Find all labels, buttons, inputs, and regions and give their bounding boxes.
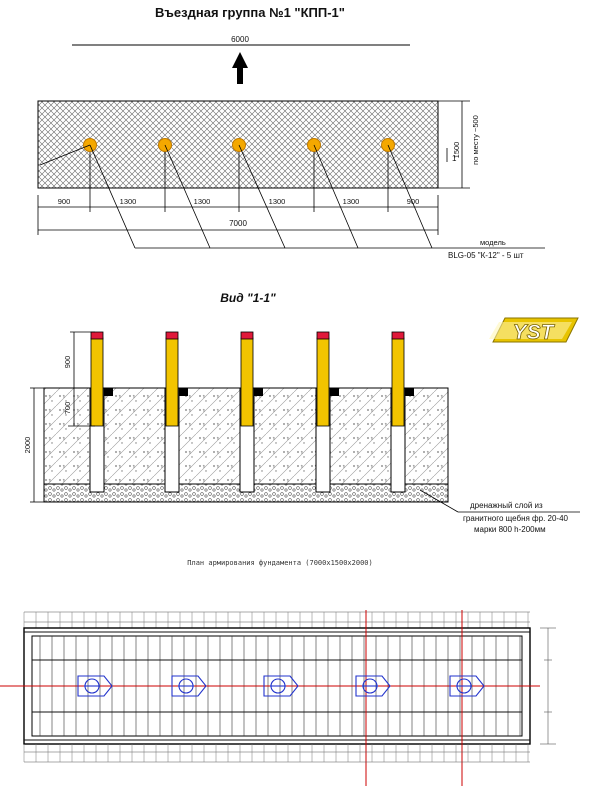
sleeve-1: [77, 675, 113, 697]
bollard-3: [239, 331, 263, 493]
dim-900-right: 900: [407, 197, 420, 206]
section-view: 900 700 2000 дренажный слой из гранитног…: [23, 331, 580, 534]
note-line-3: марки 800 h-200мм: [474, 525, 546, 534]
model-label: модель: [480, 238, 506, 247]
sleeve-2: [171, 675, 207, 697]
bottom-dimension-chain: [37, 152, 439, 235]
top-dimension-label: 6000: [231, 35, 249, 44]
logo-text: YST: [513, 321, 556, 344]
rebar-right-dims: [540, 627, 556, 745]
rebar-top-dims: [24, 611, 530, 623]
dim-1300-1: 1300: [120, 197, 137, 206]
bollard-5: [390, 331, 414, 493]
dim-2000-depth: 2000: [23, 437, 32, 454]
sleeve-4: [355, 675, 391, 697]
bollard-4: [315, 331, 339, 493]
right-dimensions: [438, 100, 470, 189]
dim-1300-3: 1300: [269, 197, 286, 206]
rebar-longitudinal: [24, 631, 530, 741]
right-dimension-1500: 1500: [452, 142, 461, 159]
view-title: Вид "1-1": [220, 291, 276, 305]
rebar-title: План армирования фундамента (7000х1500х2…: [187, 559, 372, 567]
dim-900-left: 900: [58, 197, 71, 206]
note-leader: [419, 489, 459, 513]
plan-view: 6000: [37, 35, 545, 260]
bollard-2: [164, 331, 188, 493]
model-value: BLG-05 "К-12" - 5 шт: [448, 251, 524, 260]
sleeve-5: [449, 675, 485, 697]
rebar-sleeves: [77, 675, 485, 697]
dim-1300-4: 1300: [343, 197, 360, 206]
total-dimension-label: 7000: [229, 219, 247, 228]
drawing-title: Въездная группа №1 "КПП-1": [155, 5, 345, 20]
note-line-1: дренажный слой из: [470, 501, 543, 510]
dim-1300-2: 1300: [194, 197, 211, 206]
section-mark: 1: [452, 154, 457, 163]
bollard-1: [89, 331, 113, 493]
section-dimensions: [30, 331, 95, 503]
dim-700-depth: 700: [63, 402, 72, 415]
yst-logo: YST: [489, 317, 579, 344]
leader-lines: [39, 144, 545, 249]
dim-900-height: 900: [63, 356, 72, 369]
rebar-bottom-dims: [24, 751, 530, 763]
rebar-plan: [0, 610, 556, 786]
right-dimension-place: по месту ~500: [471, 115, 480, 165]
rebar-bottom-ticks: [23, 744, 529, 762]
bollards: [89, 331, 414, 493]
rebar-top-ticks: [23, 612, 529, 628]
note-line-2: гранитного щебня фр. 20-40: [463, 514, 569, 523]
direction-arrow-icon: [232, 52, 248, 84]
sleeve-3: [263, 675, 299, 697]
